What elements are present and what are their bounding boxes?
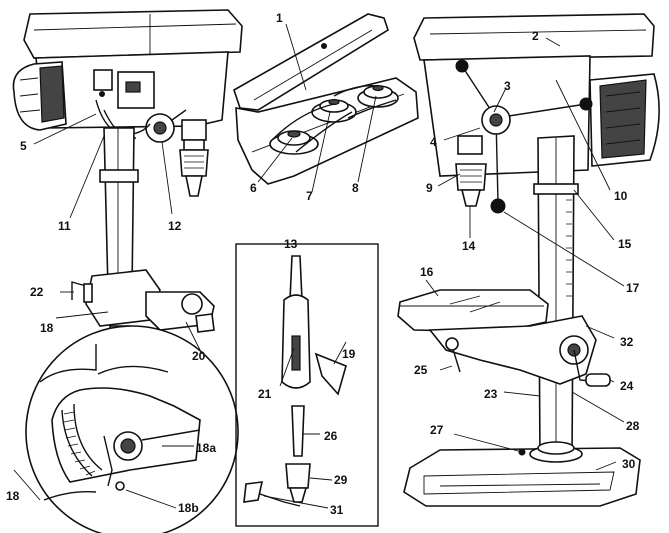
callout-9: 9 (426, 181, 433, 195)
callout-17: 17 (626, 281, 640, 295)
callout-15: 15 (618, 237, 632, 251)
callout-2: 2 (532, 29, 539, 43)
callout-20: 20 (192, 349, 206, 363)
callout-18b: 18b (178, 501, 199, 515)
bevel-scale-detail-circle (25, 325, 239, 533)
callout-6: 6 (250, 181, 257, 195)
callout-23: 23 (484, 387, 498, 401)
callout-21: 21 (258, 387, 272, 401)
callout-7: 7 (306, 189, 313, 203)
belt-guard-pulley-illustration (233, 13, 419, 185)
callout-27: 27 (430, 423, 444, 437)
callout-31: 31 (330, 503, 344, 517)
callout-3: 3 (504, 79, 511, 93)
callout-4: 4 (430, 135, 437, 149)
callout-26: 26 (324, 429, 338, 443)
callout-18a: 18a (196, 441, 216, 455)
callout-5: 5 (20, 139, 27, 153)
callout-18-lower: 18 (6, 489, 20, 503)
callout-8: 8 (352, 181, 359, 195)
left-drill-press-illustration (12, 9, 243, 345)
callout-19: 19 (342, 347, 356, 361)
callout-10: 10 (614, 189, 628, 203)
accessories-box (235, 243, 379, 527)
callout-29: 29 (334, 473, 348, 487)
callout-18-upper: 18 (40, 321, 54, 335)
callout-13: 13 (284, 237, 298, 251)
leader-lines (13, 23, 625, 509)
callout-11: 11 (58, 219, 71, 233)
callout-24: 24 (620, 379, 634, 393)
callout-16: 16 (420, 265, 434, 279)
callout-12: 12 (168, 219, 182, 233)
callout-22: 22 (30, 285, 44, 299)
callout-14: 14 (462, 239, 476, 253)
callout-30: 30 (622, 457, 636, 471)
callout-25: 25 (414, 363, 428, 377)
callout-32: 32 (620, 335, 634, 349)
right-drill-press-illustration (397, 13, 660, 507)
callout-1: 1 (276, 11, 283, 25)
callout-labels: 1 2 3 4 5 6 7 8 9 10 11 12 13 14 15 16 1… (6, 11, 640, 517)
callout-28: 28 (626, 419, 640, 433)
